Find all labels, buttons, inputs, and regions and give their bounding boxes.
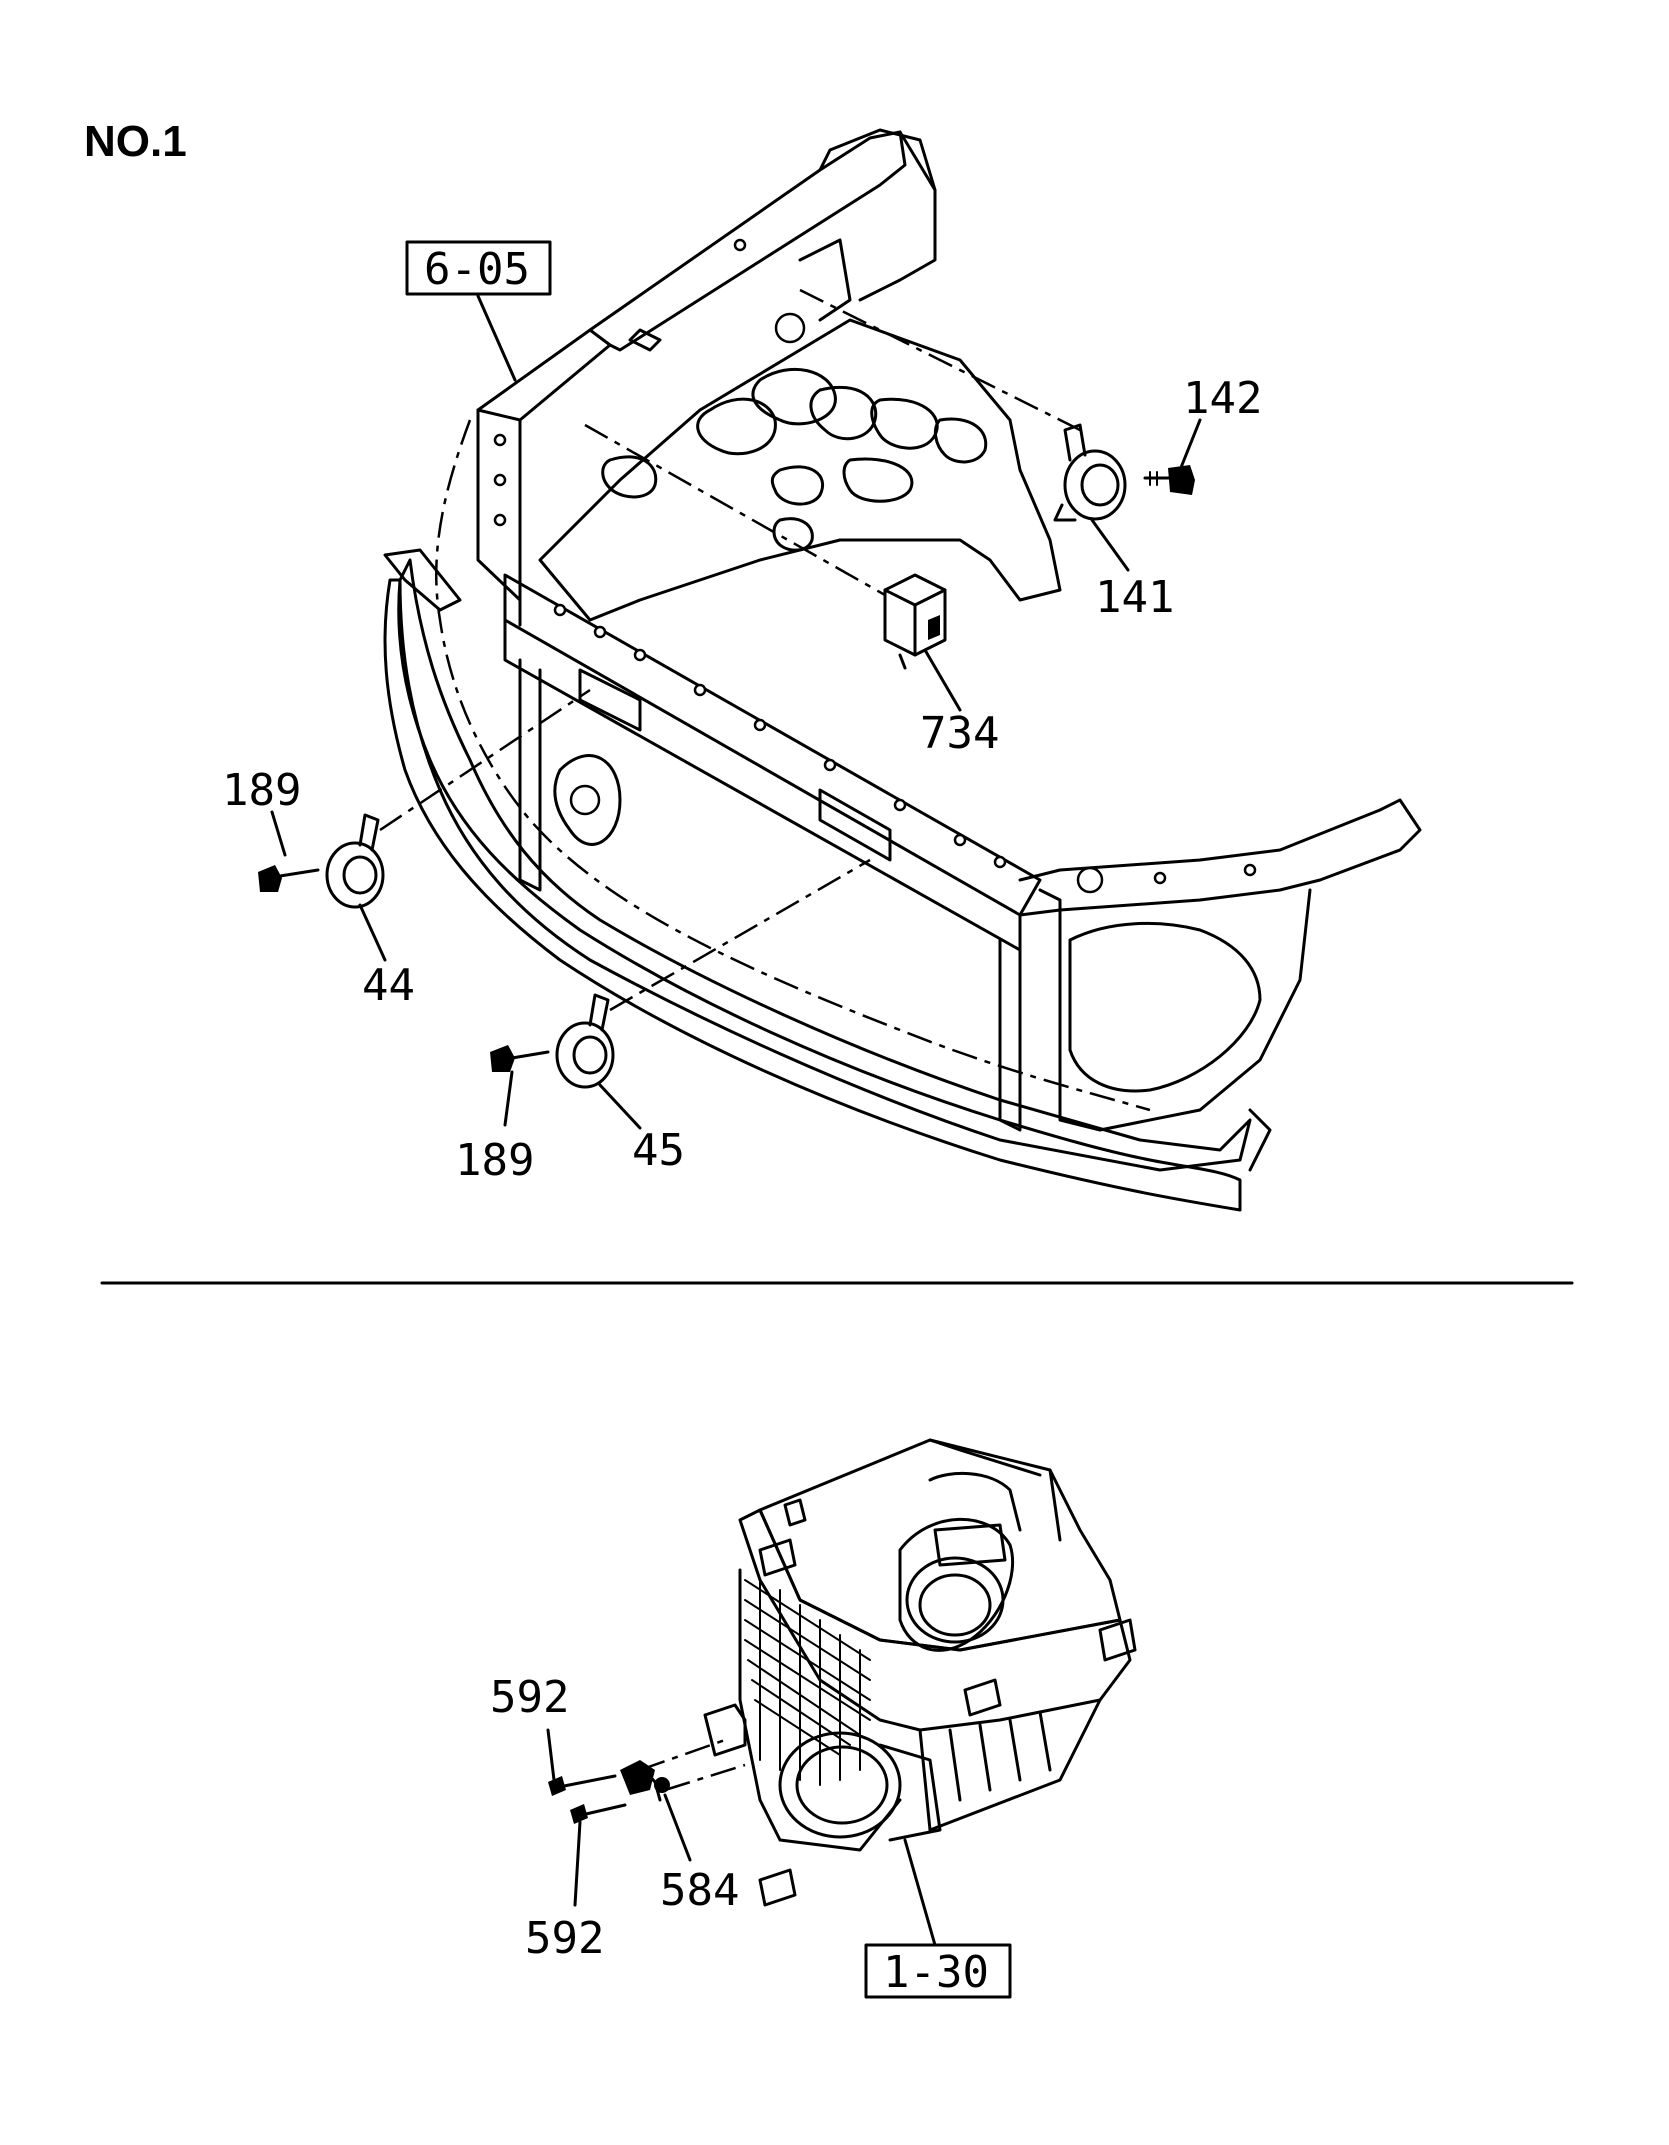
part-189-bolt-lower[interactable]: [490, 1045, 550, 1072]
callout-189-lower[interactable]: 189: [455, 1135, 534, 1186]
callout-142[interactable]: 142: [1183, 373, 1262, 424]
diagram-title: NO.1: [84, 117, 187, 166]
part-142-bolt[interactable]: [1143, 465, 1195, 495]
part-592-bolt-upper[interactable]: [548, 1774, 617, 1796]
air-cleaner-drawing: [703, 1438, 1137, 1907]
reference-label-1-30: 1-30: [883, 1947, 989, 1998]
callout-45[interactable]: 45: [632, 1125, 685, 1176]
reference-label-6-05: 6-05: [424, 244, 530, 295]
part-584-bracket[interactable]: [620, 1760, 670, 1802]
part-45-horn[interactable]: [555, 993, 615, 1089]
callout-592-upper[interactable]: 592: [490, 1672, 569, 1723]
callout-44[interactable]: 44: [362, 960, 415, 1011]
callout-189-upper[interactable]: 189: [222, 765, 301, 816]
part-592-bolt-lower[interactable]: [570, 1803, 627, 1824]
callout-584[interactable]: 584: [660, 1865, 739, 1916]
part-141-horn-high[interactable]: [1053, 423, 1127, 522]
reference-box-1-30[interactable]: 1-30: [864, 1943, 1012, 1999]
callout-141[interactable]: 141: [1095, 572, 1174, 623]
part-189-bolt-upper[interactable]: [258, 865, 320, 892]
reference-box-6-05[interactable]: 6-05: [405, 240, 552, 296]
callout-592-lower[interactable]: 592: [525, 1913, 604, 1964]
radiator-support-drawing: [383, 128, 1422, 1212]
part-734-relay[interactable]: [883, 573, 947, 670]
callout-734[interactable]: 734: [920, 708, 999, 759]
part-44-horn-low[interactable]: [325, 813, 385, 909]
